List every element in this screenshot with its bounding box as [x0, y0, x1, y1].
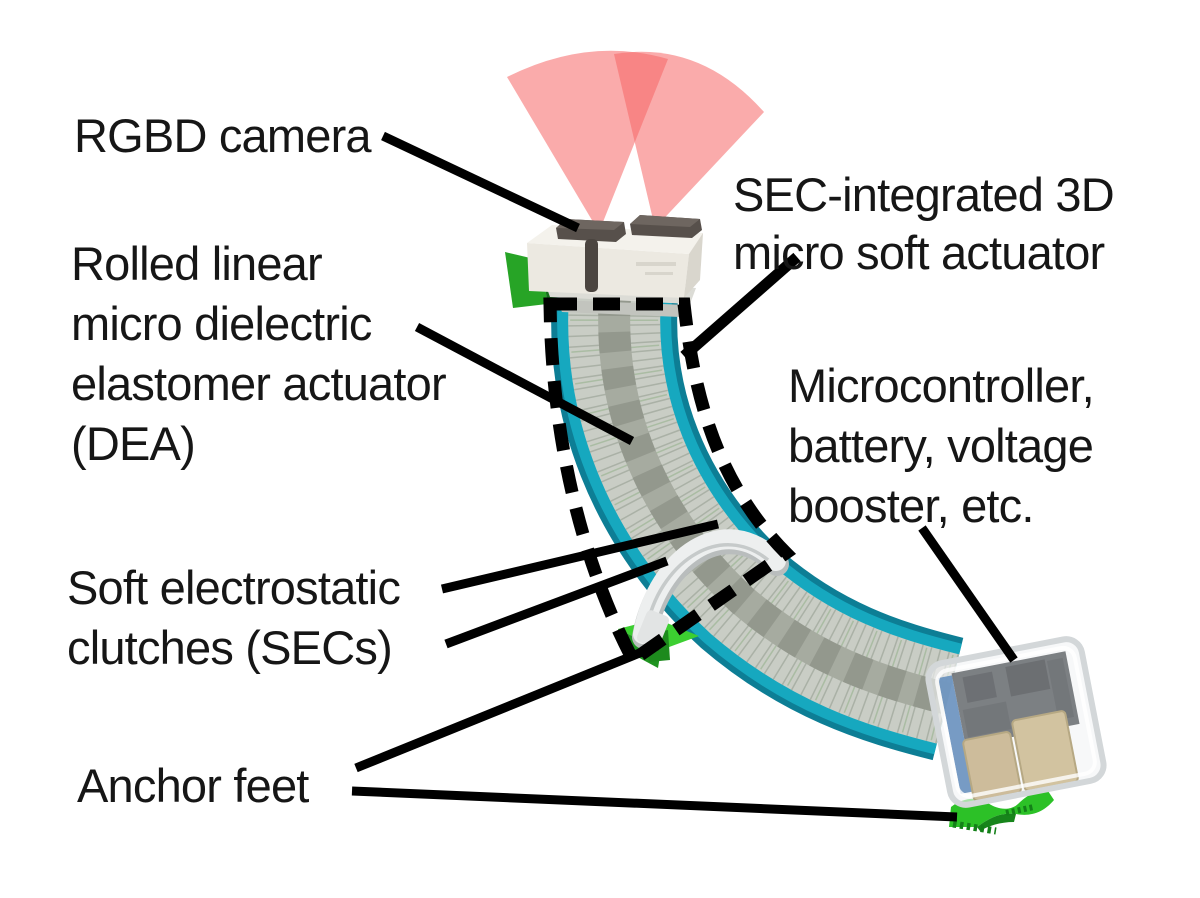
leader-line-sec-lower [444, 556, 669, 649]
leader-line-anchor-middle [354, 641, 659, 773]
sec-actuator-dashed-outline [543, 297, 797, 670]
label-secs-line2: clutches (SECs) [67, 621, 393, 674]
label-anchor-feet-text: Anchor feet [77, 759, 309, 812]
electronics-box [925, 636, 1107, 808]
label-rgbd-camera: RGBD camera [74, 106, 372, 166]
pcb-blue-strip [938, 675, 975, 794]
label-sec-actuator-line2: micro soft actuator [733, 226, 1105, 279]
label-dea-line1: Rolled linear [71, 237, 323, 290]
label-dea-line4: (DEA) [71, 417, 196, 470]
label-electronics-line1: Microcontroller, [788, 359, 1095, 412]
label-anchor-feet: Anchor feet [77, 756, 309, 816]
leader-line-sec-upper [440, 519, 720, 594]
label-electronics-line2: battery, voltage [788, 419, 1094, 472]
leader-line-sec-actuator [680, 252, 801, 361]
camera-lens-right [630, 215, 702, 238]
label-dea-line2: micro dielectric [71, 297, 372, 350]
camera-fov-cones [507, 50, 764, 232]
label-secs: Soft electrostatic clutches (SECs) [67, 558, 401, 678]
label-dea: Rolled linear micro dielectric elastomer… [71, 234, 447, 474]
label-electronics: Microcontroller, battery, voltage booste… [788, 356, 1095, 536]
leader-line-rgbd-camera [381, 131, 580, 233]
label-sec-actuator-line1: SEC-integrated 3D [733, 168, 1115, 221]
leader-line-electronics [918, 525, 1018, 663]
leader-lines [351, 131, 1018, 822]
label-electronics-line3: booster, etc. [788, 479, 1034, 532]
label-dea-line3: elastomer actuator [71, 357, 447, 410]
leader-line-dea [414, 323, 635, 445]
label-secs-line1: Soft electrostatic [67, 561, 401, 614]
leader-line-anchor-bottom [351, 786, 958, 822]
label-sec-actuator: SEC-integrated 3D micro soft actuator [733, 166, 1115, 282]
label-rgbd-camera-text: RGBD camera [74, 109, 372, 162]
